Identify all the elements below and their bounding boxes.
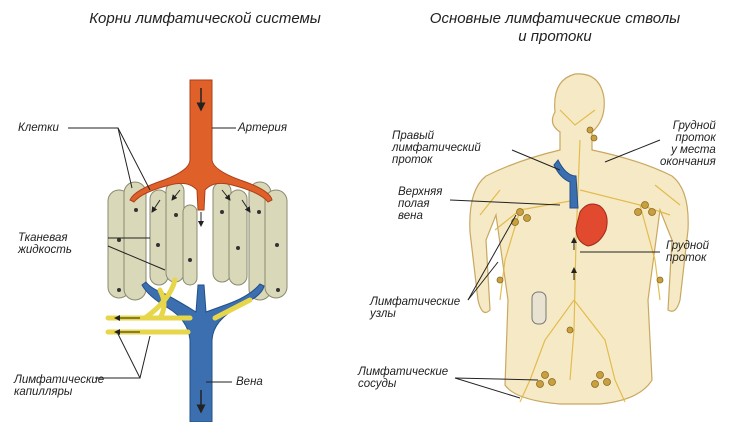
label-right-lymph-duct: Правый лимфатический проток [392, 130, 481, 166]
label-svc-line-1: Верхняя [398, 186, 443, 198]
label-lymph-capillaries: Лимфатические капилляры [14, 374, 104, 398]
label-cells: Клетки [18, 122, 59, 134]
label-thoracic-end-line-3: у места [671, 144, 716, 156]
lymph-network [479, 109, 681, 403]
label-right-duct-line-2: лимфатический [392, 142, 481, 154]
label-thoracic-end-line-4: окончания [660, 156, 716, 168]
label-lymph-nodes-line-1: Лимфатические [370, 296, 461, 308]
superior-vena-cava [553, 159, 579, 209]
label-lymph-capillaries-line-2: капилляры [14, 386, 73, 398]
label-artery: Артерия [238, 122, 287, 134]
label-thoracic-end-line-2: проток [675, 132, 716, 144]
artery [129, 79, 273, 211]
label-right-duct-line-3: проток [392, 154, 433, 166]
label-lymph-nodes: Лимфатические узлы [370, 296, 460, 320]
label-lymph-vessels-line-2: сосуды [358, 378, 397, 390]
heart [575, 203, 608, 247]
right-panel-title: Основные лимфатические стволы и протоки [385, 10, 725, 46]
left-panel-title: Корни лимфатической системы [89, 10, 321, 27]
label-lymph-nodes-line-2: узлы [370, 308, 396, 320]
label-svc-line-3: вена [398, 210, 423, 222]
label-vein: Вена [236, 376, 263, 388]
organ-outline [531, 291, 547, 325]
right-title-line-1: Основные лимфатические стволы [429, 10, 681, 27]
label-superior-vena-cava: Верхняя полая вена [398, 186, 442, 222]
right-title-line-2: и протоки [518, 28, 592, 45]
label-thoracic-end-line-1: Грудной [672, 120, 716, 132]
label-thoracic-duct-end: Грудной проток у места окончания [660, 120, 716, 168]
label-thoracic-duct: Грудной проток [666, 240, 709, 264]
label-tissue-fluid-line-1: Тканевая [18, 232, 68, 244]
label-lymph-vessels: Лимфатические сосуды [358, 366, 448, 390]
label-tissue-fluid-line-2: жидкость [18, 244, 72, 256]
label-svc-line-2: полая [398, 198, 430, 210]
label-right-duct-line-1: Правый [392, 130, 434, 142]
label-tissue-fluid: Тканевая жидкость [18, 232, 72, 256]
label-lymph-capillaries-line-1: Лимфатические [14, 374, 105, 386]
label-lymph-vessels-line-1: Лимфатические [358, 366, 449, 378]
label-thoracic-duct-line-1: Грудной [666, 240, 709, 252]
label-thoracic-duct-line-2: проток [666, 252, 707, 264]
